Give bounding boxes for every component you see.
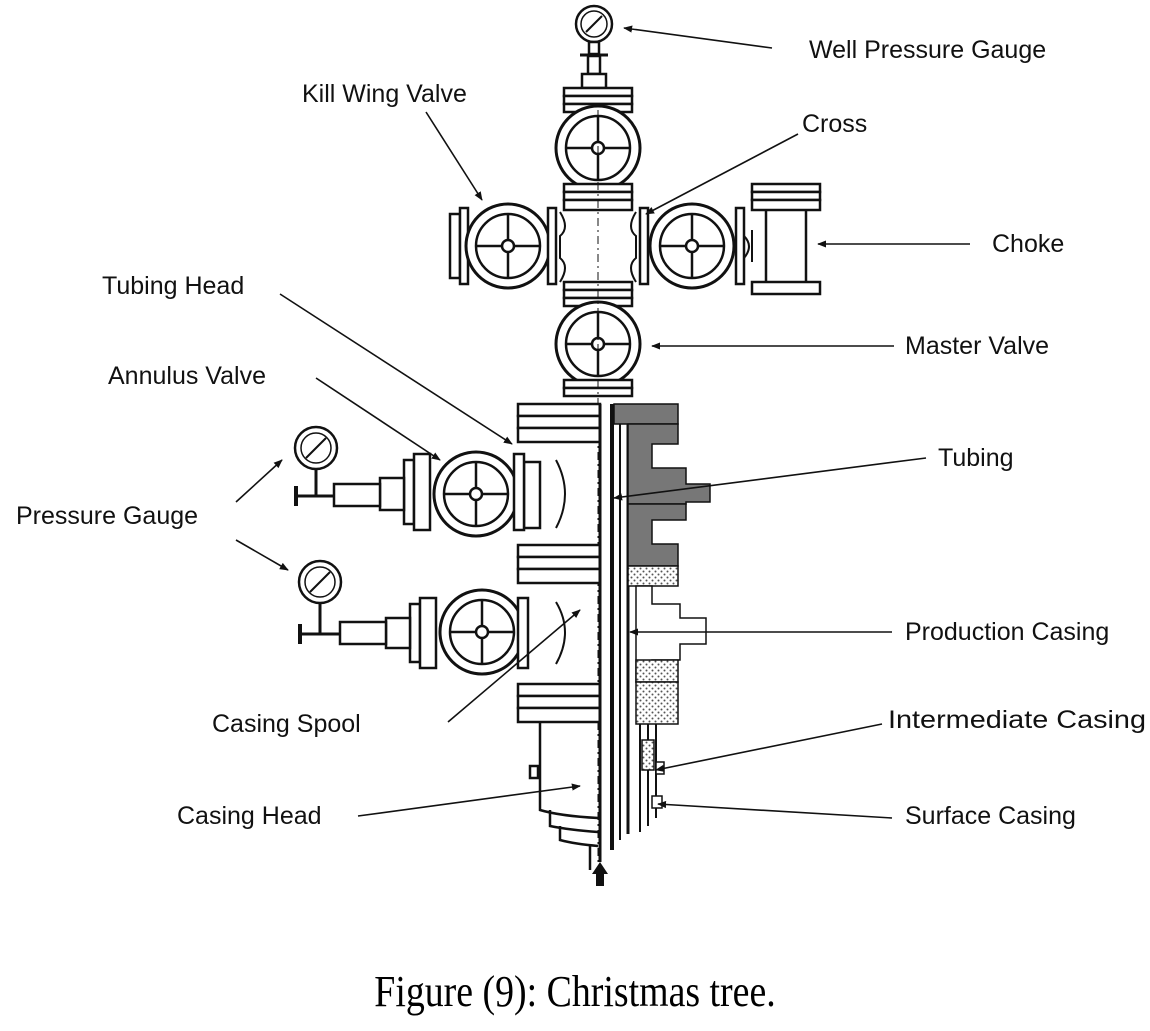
leader-surface-casing bbox=[657, 800, 893, 819]
label-casing-spool: Casing Spool bbox=[212, 710, 361, 738]
leader-pressure-gauge-upper bbox=[235, 459, 283, 503]
leader-tubing-head bbox=[279, 293, 513, 445]
label-cross: Cross bbox=[802, 110, 867, 138]
well-pressure-gauge-icon bbox=[574, 4, 614, 90]
label-production-casing: Production Casing bbox=[905, 618, 1109, 646]
annulus-valve-icon bbox=[294, 450, 526, 538]
wellhead-drawing bbox=[293, 4, 822, 886]
leader-casing-spool bbox=[447, 609, 581, 723]
swab-valve-icon bbox=[554, 86, 642, 192]
pressure-gauge-upper-icon bbox=[293, 425, 339, 471]
label-choke: Choke bbox=[992, 230, 1064, 258]
label-annulus-valve: Annulus Valve bbox=[108, 362, 266, 390]
leader-lines bbox=[235, 25, 970, 819]
leader-kill-wing-valve bbox=[425, 111, 483, 201]
label-master-valve: Master Valve bbox=[905, 332, 1049, 360]
leader-tubing bbox=[613, 457, 927, 501]
leader-annulus-valve bbox=[315, 377, 441, 461]
figure-caption: Figure (9): Christmas tree. bbox=[374, 967, 776, 1016]
label-casing-head: Casing Head bbox=[177, 802, 322, 830]
label-intermediate-casing: Intermediate Casing bbox=[888, 706, 1146, 734]
leader-pressure-gauge-lower bbox=[235, 539, 289, 571]
leader-cross bbox=[645, 133, 799, 215]
label-kill-wing-valve: Kill Wing Valve bbox=[302, 80, 467, 108]
label-pressure-gauge: Pressure Gauge bbox=[16, 502, 198, 530]
choke-icon bbox=[750, 182, 822, 296]
label-well-pressure-gauge: Well Pressure Gauge bbox=[809, 36, 1046, 64]
casing-head bbox=[528, 722, 599, 870]
wing-valve-icon bbox=[638, 202, 750, 290]
pressure-gauge-lower-icon bbox=[297, 559, 343, 605]
labels: Well Pressure Gauge Kill Wing Valve Cros… bbox=[16, 36, 1146, 830]
label-tubing: Tubing bbox=[938, 444, 1014, 472]
casing-spool bbox=[516, 682, 602, 724]
leader-well-pressure-gauge bbox=[623, 25, 773, 49]
leader-casing-head bbox=[357, 783, 581, 817]
label-tubing-head: Tubing Head bbox=[102, 272, 244, 300]
tubing-head bbox=[516, 402, 602, 585]
flow-arrow-icon bbox=[592, 862, 608, 886]
cross-section bbox=[598, 403, 711, 862]
annulus-valve-lower-icon bbox=[298, 588, 566, 676]
leader-intermediate-casing bbox=[655, 723, 883, 772]
kill-wing-valve-icon bbox=[448, 202, 558, 290]
label-surface-casing: Surface Casing bbox=[905, 802, 1076, 830]
